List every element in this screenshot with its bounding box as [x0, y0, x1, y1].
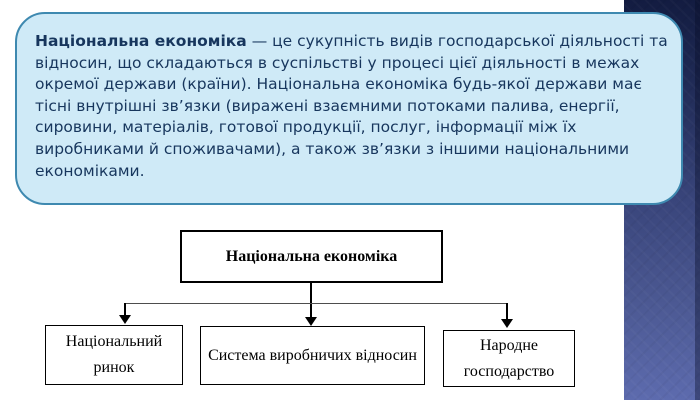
definition-line: Національна економіка — це сукупність ви… — [35, 31, 668, 53]
connector-right-stem — [506, 303, 508, 319]
connector-horizontal-line — [125, 303, 508, 304]
connector-root-stem — [310, 283, 312, 317]
definition-line: економіками. — [35, 161, 145, 180]
diagram-child-node-national-market: Національний ринок — [45, 325, 183, 385]
definition-term: Національна економіка — [35, 32, 247, 50]
arrowhead-left-icon — [119, 315, 131, 324]
definition-line: сировини, матеріалів, готової продукції,… — [35, 118, 577, 137]
diagram-child-node-production-relations: Система виробничих відносин — [200, 326, 425, 385]
definition-line: тісні внутрішні зв’язки (виражені взаємн… — [35, 96, 620, 115]
definition-line: відносин, що складаються в суспільстві у… — [35, 53, 640, 72]
connector-left-stem — [124, 303, 126, 315]
diagram-root-node: Національна економіка — [180, 230, 443, 283]
diagram-child-label: Народне господарство — [463, 336, 555, 380]
definition-line-text: — це сукупність видів господарської діял… — [246, 32, 668, 50]
diagram-child-label: Система виробничих відносин — [208, 346, 417, 364]
diagram-child-label: Національний ринок — [65, 333, 163, 376]
arrowhead-middle-icon — [305, 317, 317, 326]
definition-box: Національна економіка — це сукупність ви… — [15, 12, 683, 205]
diagram-root-label: Національна економіка — [225, 247, 398, 265]
arrowhead-right-icon — [501, 319, 513, 328]
definition-line: окремої держави (країни). Національна ек… — [35, 75, 642, 94]
strip-edge-shade — [695, 0, 700, 400]
definition-line: виробниками й споживачами), а також зв’я… — [35, 139, 630, 158]
diagram-child-node-national-economy-complex: Народне господарство — [443, 330, 575, 387]
